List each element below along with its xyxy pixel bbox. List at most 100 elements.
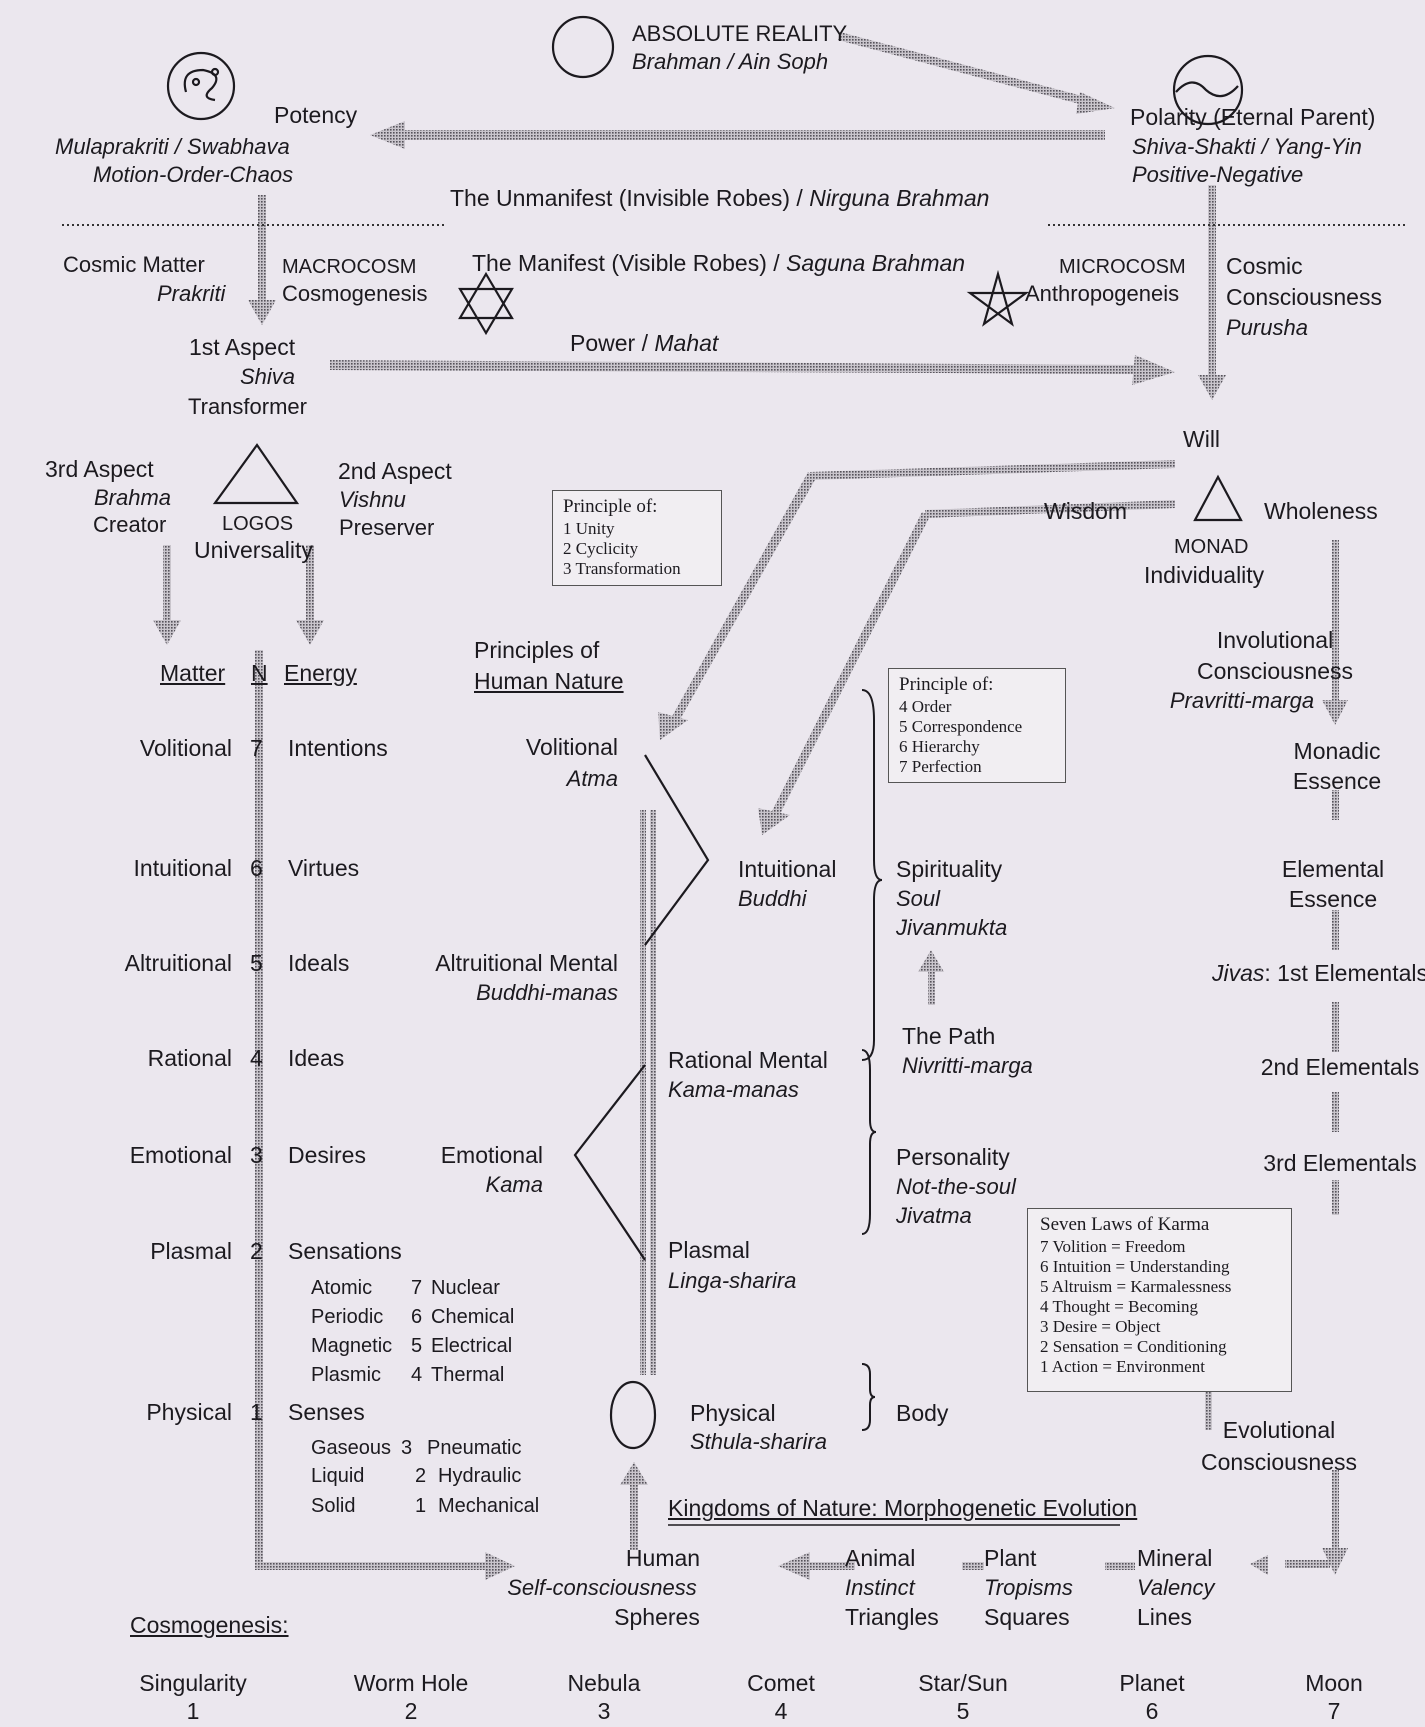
karma-title: Seven Laws of Karma bbox=[1040, 1214, 1210, 1235]
kingdom-mineral-shape: Lines bbox=[1137, 1604, 1192, 1630]
cosmogenesis-stage: Worm Hole bbox=[353, 1670, 469, 1696]
sub-plane-b: Electrical bbox=[431, 1335, 513, 1357]
kingdom-animal: Animal bbox=[845, 1545, 916, 1571]
sub-plane-a: Plasmic bbox=[311, 1364, 382, 1386]
plane-matter: Physical bbox=[146, 1399, 232, 1425]
energy-header: Energy bbox=[284, 660, 357, 686]
principle-kama: Kama bbox=[485, 1172, 543, 1197]
plane-energy: Senses bbox=[288, 1399, 365, 1425]
first-aspect-label: 1st Aspect bbox=[189, 334, 296, 360]
plane-energy: Sensations bbox=[288, 1238, 402, 1264]
cosmogenesis-number: 6 bbox=[1145, 1698, 1159, 1724]
evolutional-label-2: Consciousness bbox=[1201, 1449, 1357, 1475]
plane-number: 2 bbox=[250, 1238, 263, 1264]
cosmogenesis-stage: Planet bbox=[1119, 1670, 1185, 1696]
cosmogenesis-stage: Singularity bbox=[139, 1670, 247, 1696]
polarity-sub1: Shiva-Shakti / Yang-Yin bbox=[1132, 134, 1362, 159]
principle-buddhi: Buddhi bbox=[738, 886, 807, 911]
absolute-reality-sub: Brahman / Ain Soph bbox=[632, 49, 829, 74]
plane-energy: Ideas bbox=[288, 1045, 345, 1071]
sub-plane-n: 3 bbox=[401, 1437, 413, 1459]
cosmic-consciousness-label-2: Consciousness bbox=[1226, 284, 1382, 310]
second-elementals-label: 2nd Elementals bbox=[1260, 1054, 1420, 1080]
group-personality: Personality bbox=[896, 1144, 1010, 1170]
pentagram-icon bbox=[966, 269, 1030, 327]
sub-plane-b: Mechanical bbox=[438, 1495, 540, 1517]
principle-physical: Physical bbox=[690, 1400, 776, 1426]
principle-item: 2 Cyclicity bbox=[563, 539, 639, 558]
kingdom-plant-shape: Squares bbox=[984, 1604, 1070, 1630]
karma-law: 4 Thought = Becoming bbox=[1040, 1297, 1199, 1316]
elemental-label-2: Essence bbox=[1288, 886, 1378, 912]
principles-header: Principles of bbox=[474, 637, 600, 663]
plane-number: 3 bbox=[250, 1142, 263, 1168]
purusha-label: Purusha bbox=[1226, 315, 1308, 340]
sub-plane-b: Pneumatic bbox=[427, 1437, 522, 1459]
monad-triangle-icon bbox=[1193, 474, 1243, 522]
plane-energy: Intentions bbox=[288, 735, 388, 761]
cosmogenesis-label: Cosmogenesis bbox=[282, 281, 428, 306]
principle-emotional: Emotional bbox=[440, 1142, 543, 1168]
sub-plane-a: Periodic bbox=[311, 1306, 384, 1328]
macrocosm-label: MACROCOSM bbox=[282, 256, 417, 278]
cosmogenesis-number: 4 bbox=[774, 1698, 788, 1724]
plane-matter: Rational bbox=[147, 1045, 232, 1071]
individuality-label: Individuality bbox=[1144, 562, 1265, 588]
plane-matter: Plasmal bbox=[150, 1238, 232, 1264]
plane-matter: Emotional bbox=[129, 1142, 232, 1168]
wholeness-label: Wholeness bbox=[1264, 498, 1378, 524]
karma-box: Seven Laws of Karma 7 Volition = Freedom… bbox=[1027, 1208, 1292, 1392]
prakriti-label: Prakriti bbox=[157, 281, 226, 306]
principle-box-1-title: Principle of: bbox=[563, 496, 658, 517]
sub-plane-b: Hydraulic bbox=[438, 1465, 522, 1487]
sub-plane-n: 1 bbox=[415, 1495, 427, 1517]
n-header: N bbox=[251, 660, 268, 686]
human-nature-header: Human Nature bbox=[474, 668, 624, 694]
sub-plane-b: Chemical bbox=[431, 1306, 515, 1328]
group-soul: Soul bbox=[896, 886, 941, 911]
sub-plane-b: Nuclear bbox=[431, 1277, 500, 1299]
power-label: Power / Mahat bbox=[570, 330, 719, 356]
karma-law: 7 Volition = Freedom bbox=[1040, 1237, 1186, 1256]
potency-yin-yang-icon bbox=[166, 51, 236, 121]
karma-law: 2 Sensation = Conditioning bbox=[1040, 1337, 1227, 1356]
kingdom-animal-sub: Instinct bbox=[845, 1575, 915, 1600]
cosmic-consciousness-label: Cosmic bbox=[1226, 253, 1303, 279]
kingdom-human-sub: Self-consciousness bbox=[507, 1575, 697, 1600]
kingdom-animal-shape: Triangles bbox=[845, 1604, 939, 1630]
principle-plasmal: Plasmal bbox=[668, 1237, 750, 1263]
principle-box-1: Principle of: 1 Unity 2 Cyclicity 3 Tran… bbox=[552, 490, 722, 586]
principle-item: 5 Correspondence bbox=[899, 717, 1023, 736]
third-aspect-label: 3rd Aspect bbox=[45, 456, 154, 482]
cosmogenesis-stage: Nebula bbox=[567, 1670, 641, 1696]
group-nivritti: Nivritti-marga bbox=[902, 1053, 1033, 1078]
principle-item: 4 Order bbox=[899, 697, 952, 716]
plane-energy: Ideals bbox=[288, 950, 350, 976]
group-spirituality: Spirituality bbox=[896, 856, 1003, 882]
absolute-reality-label: ABSOLUTE REALITY bbox=[632, 21, 848, 46]
polarity-label: Polarity (Eternal Parent) bbox=[1130, 104, 1376, 130]
polarity-yin-yang-icon bbox=[1172, 54, 1244, 126]
plane-matter: Intuitional bbox=[133, 855, 232, 881]
monad-label: MONAD bbox=[1174, 536, 1249, 558]
universality-label: Universality bbox=[194, 537, 313, 563]
sub-plane-a: Gaseous bbox=[311, 1437, 392, 1459]
plane-energy: Virtues bbox=[288, 855, 360, 881]
potency-sub1: Mulaprakriti / Swabhava bbox=[55, 134, 290, 159]
kingdom-human-shape: Spheres bbox=[614, 1604, 700, 1630]
principle-atma: Atma bbox=[566, 766, 618, 791]
karma-law: 6 Intuition = Understanding bbox=[1040, 1257, 1230, 1276]
kingdom-plant: Plant bbox=[984, 1545, 1037, 1571]
plane-number: 5 bbox=[250, 950, 263, 976]
principle-box-2: Principle of: 4 Order 5 Correspondence 6… bbox=[888, 668, 1066, 783]
logos-triangle-icon bbox=[212, 443, 300, 505]
involutional-label-2: Consciousness bbox=[1197, 658, 1353, 684]
kingdom-mineral: Mineral bbox=[1137, 1545, 1213, 1571]
sub-plane-n: 5 bbox=[411, 1335, 423, 1357]
karma-law: 3 Desire = Object bbox=[1040, 1317, 1161, 1336]
kingdom-plant-sub: Tropisms bbox=[984, 1575, 1073, 1600]
sub-plane-n: 2 bbox=[415, 1465, 427, 1487]
plane-matter: Altruitional bbox=[124, 950, 232, 976]
